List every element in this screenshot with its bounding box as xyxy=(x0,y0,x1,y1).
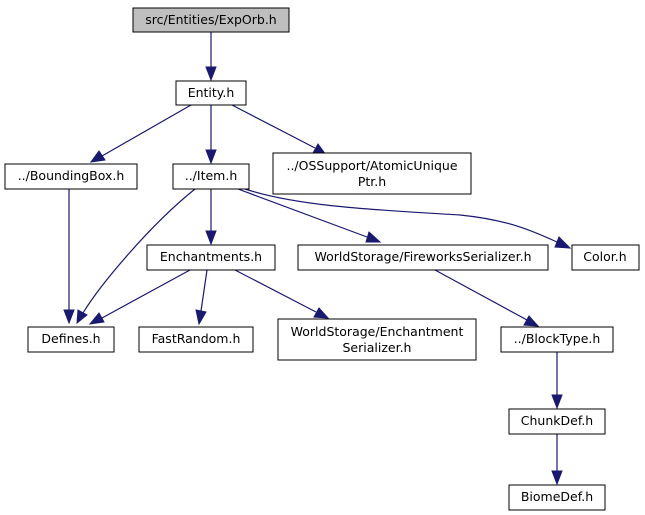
node-fireworks[interactable]: WorldStorage/FireworksSerializer.h xyxy=(297,244,549,271)
edge-entity-boundingbox xyxy=(89,104,192,163)
node-enchantments[interactable]: Enchantments.h xyxy=(146,244,276,271)
node-entity-label: Entity.h xyxy=(188,85,235,100)
node-atomicunique-label-line1: ../OSSupport/AtomicUnique xyxy=(286,158,457,173)
node-blocktype-label: ../BlockType.h xyxy=(514,331,601,346)
node-color[interactable]: Color.h xyxy=(571,244,640,271)
edge-item-enchantments xyxy=(205,189,217,246)
edge-item-defines xyxy=(76,188,196,325)
node-item-label: ../Item.h xyxy=(185,168,238,183)
node-chunkdef[interactable]: ChunkDef.h xyxy=(508,408,606,435)
edge-entity-atomicunique xyxy=(231,104,328,156)
node-blocktype[interactable]: ../BlockType.h xyxy=(500,326,614,353)
edge-chunkdef-biomedef xyxy=(551,434,563,486)
edges-layer xyxy=(63,32,572,486)
node-exporb[interactable]: src/Entities/ExpOrb.h xyxy=(132,7,290,33)
node-chunkdef-label: ChunkDef.h xyxy=(521,413,593,428)
node-item[interactable]: ../Item.h xyxy=(172,163,250,190)
node-entity[interactable]: Entity.h xyxy=(175,80,247,106)
edge-item-fireworks xyxy=(237,188,382,243)
node-atomicunique-label-line2: Ptr.h xyxy=(358,174,386,189)
node-enchser-label-line2: Serializer.h xyxy=(343,340,412,355)
node-enchser[interactable]: WorldStorage/Enchantment Serializer.h xyxy=(277,318,477,361)
node-biomedef[interactable]: BiomeDef.h xyxy=(508,484,606,511)
node-exporb-label: src/Entities/ExpOrb.h xyxy=(145,12,276,27)
node-enchser-label-line1: WorldStorage/Enchantment xyxy=(291,324,464,339)
edge-enchantments-fastrandom xyxy=(195,269,208,326)
edge-enchantments-defines xyxy=(88,269,191,325)
node-color-label: Color.h xyxy=(583,249,626,264)
node-biomedef-label: BiomeDef.h xyxy=(521,489,593,504)
edge-enchantments-enchser xyxy=(234,269,330,319)
edge-item-color xyxy=(244,188,572,249)
edge-entity-item xyxy=(205,105,217,165)
node-fastrandom[interactable]: FastRandom.h xyxy=(138,326,254,353)
node-boundingbox-label: ../BoundingBox.h xyxy=(18,168,125,183)
edge-fireworks-blocktype xyxy=(434,269,540,327)
node-enchantments-label: Enchantments.h xyxy=(160,249,262,264)
node-boundingbox[interactable]: ../BoundingBox.h xyxy=(4,163,138,190)
nodes-layer: src/Entities/ExpOrb.h Entity.h ../Boundi… xyxy=(4,7,640,511)
node-fireworks-label: WorldStorage/FireworksSerializer.h xyxy=(315,249,532,264)
node-defines-label: Defines.h xyxy=(41,331,100,346)
edge-boundingbox-defines xyxy=(63,189,75,325)
edge-exporb-entity xyxy=(205,32,217,82)
edge-blocktype-chunkdef xyxy=(551,352,563,410)
node-defines[interactable]: Defines.h xyxy=(27,326,115,353)
node-atomicunique[interactable]: ../OSSupport/AtomicUnique Ptr.h xyxy=(272,152,472,195)
node-fastrandom-label: FastRandom.h xyxy=(152,331,241,346)
